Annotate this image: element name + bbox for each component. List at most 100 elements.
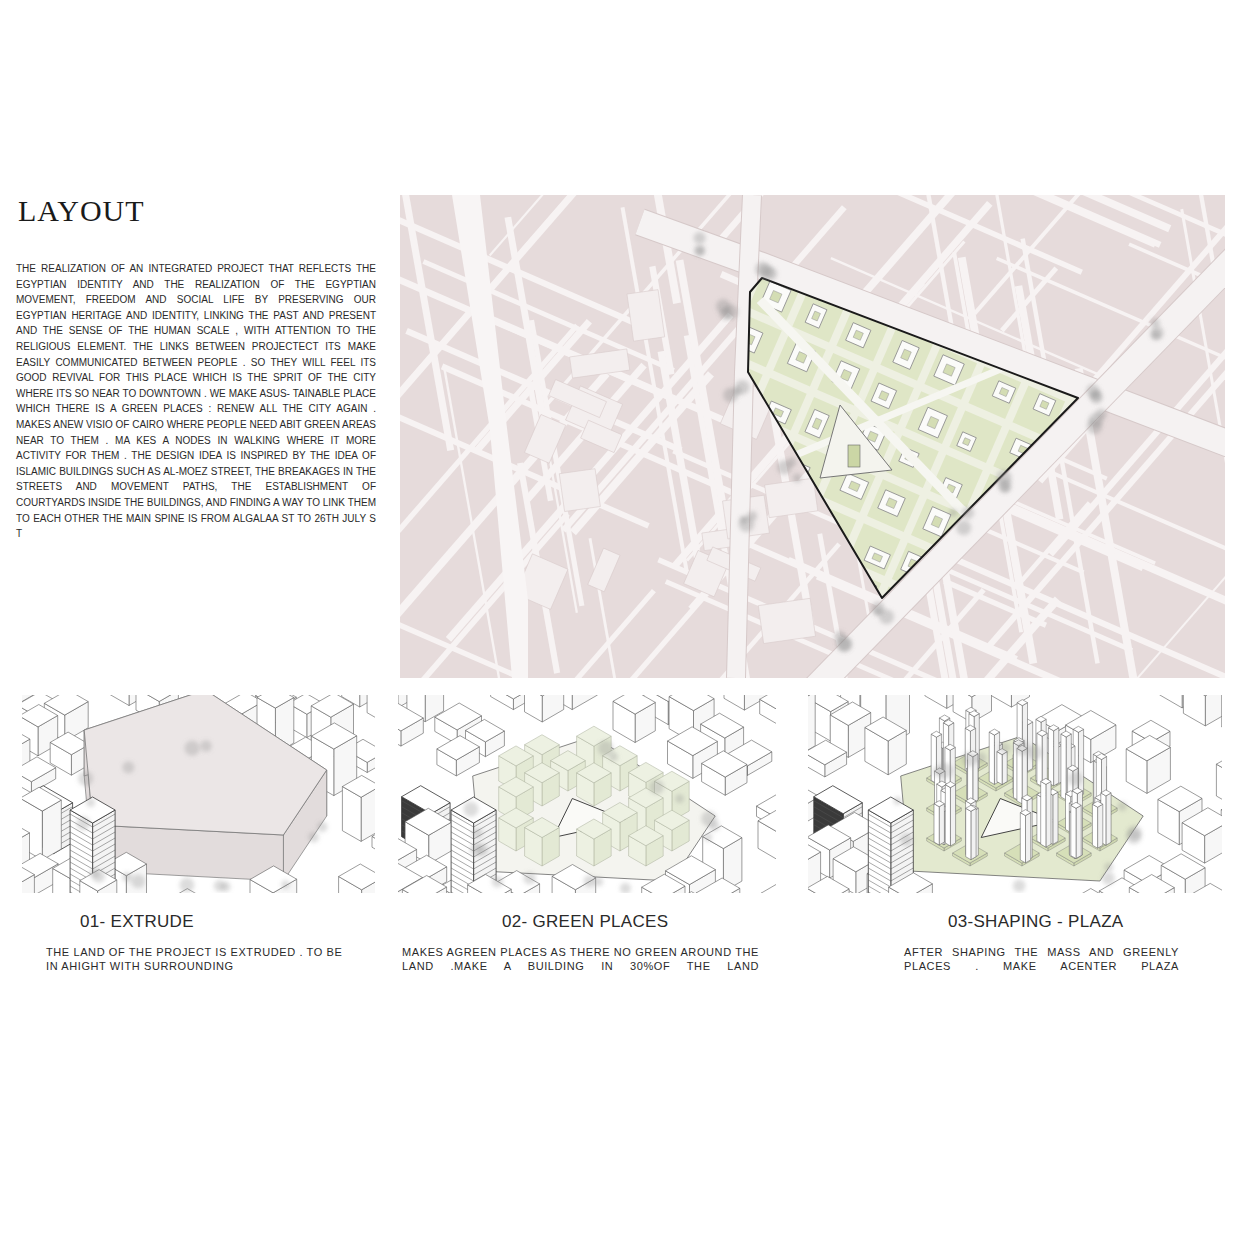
box-face (1072, 788, 1082, 794)
green-court (716, 466, 769, 519)
building-block (871, 383, 897, 409)
building-block (1038, 248, 1068, 280)
courtyard (1137, 663, 1146, 671)
step-heading: 03-SHAPING - PLAZA (948, 911, 1123, 933)
courtyard (1066, 215, 1075, 224)
building-block (1207, 322, 1225, 352)
box-face (1054, 728, 1059, 786)
box-face (966, 805, 976, 811)
building-block (1158, 350, 1181, 371)
courtyard (902, 614, 911, 624)
courtyard (886, 498, 897, 509)
box-face (577, 819, 612, 839)
green-court (639, 642, 692, 678)
green-court (622, 320, 675, 373)
box-face (398, 704, 423, 731)
green-court (576, 667, 629, 678)
building-block (781, 603, 807, 630)
building-block (655, 655, 678, 678)
green-court (792, 290, 845, 343)
box-face (1041, 781, 1046, 847)
box-face (437, 736, 480, 761)
building-block (743, 218, 764, 241)
green-court (482, 521, 535, 574)
green-court (463, 565, 516, 618)
building-block (981, 276, 1001, 296)
building-block (1138, 491, 1160, 513)
courtyard (1117, 439, 1127, 451)
building-block (666, 611, 685, 631)
building-block (934, 355, 965, 386)
building-block (614, 381, 643, 411)
courtyard (858, 587, 869, 598)
box-face (525, 695, 564, 696)
tree (620, 883, 631, 893)
building-block (765, 401, 791, 424)
green-court (917, 606, 970, 659)
building-box (1182, 808, 1222, 863)
step-description: MAKES AGREEN PLACES AS THERE NO GREEN AR… (402, 945, 759, 973)
building-box (934, 801, 944, 845)
floor-line (70, 832, 115, 845)
road (640, 222, 1225, 448)
box-face (22, 705, 58, 727)
courtyard (1216, 331, 1225, 343)
box-face (808, 825, 851, 850)
courtyard (868, 653, 880, 664)
box-face (966, 798, 976, 804)
green-court (501, 477, 554, 530)
green-court (760, 485, 813, 538)
green-court (1164, 399, 1217, 452)
green-court (1108, 195, 1161, 218)
green-court (1189, 462, 1225, 515)
green-court (729, 315, 782, 368)
courtyard (849, 481, 861, 492)
city-streets (400, 195, 1225, 678)
tree (281, 880, 290, 889)
tree (696, 247, 704, 255)
site-boundary (748, 278, 1078, 598)
courtyard (951, 221, 962, 232)
courtyard (937, 257, 949, 270)
building-box (437, 736, 480, 776)
trees (76, 740, 327, 892)
courtyard (697, 573, 708, 583)
building-box (997, 749, 1007, 785)
box-face (1037, 733, 1042, 786)
lot (588, 548, 620, 592)
floor-line (868, 862, 913, 875)
plaza-pool (848, 445, 860, 467)
building-box (525, 695, 564, 722)
building-block (524, 599, 551, 621)
green-court (545, 496, 598, 549)
building-block (805, 304, 827, 328)
courtyard (462, 623, 470, 631)
box-face (1066, 889, 1112, 894)
green-court (691, 403, 744, 456)
floor-line (70, 856, 115, 869)
courtyard (1057, 461, 1067, 470)
green-court (444, 609, 497, 662)
tree (793, 473, 802, 482)
building-block (1082, 267, 1106, 293)
courtyard (1073, 316, 1085, 328)
box-face (808, 695, 815, 706)
green-court (532, 648, 585, 678)
box-face (405, 808, 452, 835)
courtyard (548, 460, 558, 472)
building-block (722, 374, 751, 404)
building-block (1176, 404, 1201, 428)
surrounding-city (22, 775, 375, 893)
building-block (865, 195, 889, 201)
courtyard (879, 391, 889, 401)
courtyard (760, 549, 769, 558)
floor-line (70, 838, 115, 851)
box-face (525, 695, 543, 722)
green-court (1026, 234, 1079, 287)
courtyard (962, 583, 971, 593)
building-block (659, 195, 682, 204)
courtyard (1091, 534, 1101, 543)
building-box (367, 695, 375, 725)
box-face (696, 878, 739, 893)
courtyard (720, 531, 731, 542)
